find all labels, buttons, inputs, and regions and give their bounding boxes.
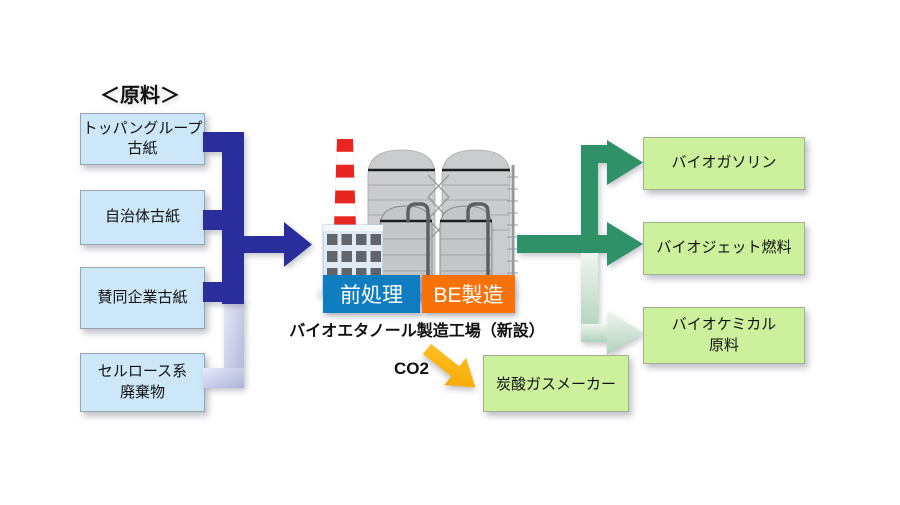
chimney-icon: [334, 139, 356, 229]
main-input-arrow: [244, 222, 312, 267]
output-box-biojet-fuel: バイオジェット燃料: [643, 222, 805, 275]
be-production-label: BE製造: [422, 275, 515, 313]
carbon-gas-maker-box: 炭酸ガスメーカー: [483, 355, 629, 412]
output-arrows-green: [517, 140, 643, 266]
output-arrow-biojet: [517, 222, 643, 266]
output-arrow-biochemical: [581, 253, 643, 355]
storage-tank-icons: [367, 149, 518, 297]
output-box-biochemical-feedstock: バイオケミカル 原料: [643, 307, 805, 364]
source-box-toppan-group-paper: トッパングループ 古紙: [80, 113, 205, 165]
co2-label: CO2: [394, 359, 429, 378]
cellulose-lavender-connector: [203, 300, 244, 388]
ladder-pole: [507, 165, 518, 295]
output-arrow-biogasoline: [607, 140, 643, 185]
input-arrows-navy: [203, 132, 312, 304]
source-box-partner-company-paper: 賛同企業古紙: [80, 267, 205, 329]
output-box-biogasoline: バイオガソリン: [643, 137, 805, 190]
navy-trunk: [222, 132, 244, 304]
factory-caption: バイオエタノール製造工場（新設）: [289, 323, 545, 340]
pipe-icons: [406, 202, 490, 297]
source-stub-1: [203, 132, 228, 152]
source-box-cellulose-waste: セルロース系 廃棄物: [80, 353, 205, 412]
source-box-municipal-paper: 自治体古紙: [80, 190, 205, 245]
source-stub-2: [203, 210, 228, 230]
raw-materials-heading: ＜原料＞: [100, 85, 180, 107]
source-stub-3: [203, 282, 228, 302]
output-top-segment: [581, 145, 607, 163]
pretreatment-label: 前処理: [323, 275, 420, 313]
output-riser: [581, 145, 598, 245]
